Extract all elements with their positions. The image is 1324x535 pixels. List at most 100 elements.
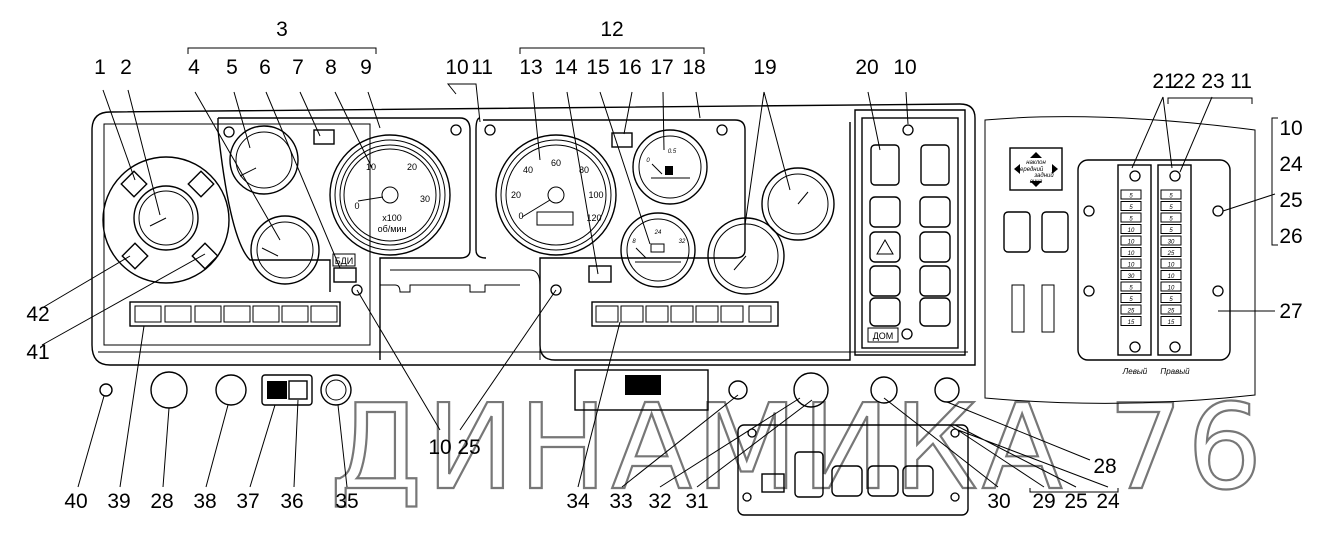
hazard-button-30[interactable] [870, 376, 898, 404]
callout-17: 17 [650, 56, 673, 79]
fuse[interactable] [1120, 212, 1142, 223]
fuse[interactable] [1160, 189, 1182, 200]
callout-7: 7 [292, 56, 304, 79]
dom-label: ДОМ [873, 331, 894, 341]
air-pressure-gauges [707, 167, 835, 295]
fuse-rating: 5 [1169, 194, 1173, 200]
fuse[interactable] [1160, 224, 1182, 234]
tacho-tick-0: 0 [354, 201, 359, 211]
knob-40[interactable] [99, 383, 113, 397]
cab-tilt-switch-1[interactable] [1003, 211, 1031, 253]
callout-28: 28 [150, 490, 173, 513]
oil-tick-0: 0 [646, 158, 650, 164]
callout-22: 22 [1172, 70, 1195, 93]
lower-button-1[interactable] [831, 465, 863, 497]
button-diff-lock-1[interactable] [869, 297, 901, 327]
fuse[interactable] [1120, 281, 1142, 292]
callout-25b: 25 [1064, 490, 1087, 513]
button-blank[interactable] [919, 196, 951, 228]
fuse[interactable] [1120, 247, 1142, 257]
fuse[interactable] [1120, 201, 1142, 211]
callout-20: 20 [855, 56, 878, 79]
fuse[interactable] [1120, 235, 1142, 246]
warning-triangle-icon [876, 238, 894, 255]
fuse[interactable] [1120, 293, 1142, 303]
speedometer: 0 20 40 60 80 100 120 [495, 134, 617, 256]
fuse-rating: 10 [1168, 263, 1175, 269]
knob-33[interactable] [728, 380, 748, 400]
fuse[interactable] [1160, 270, 1182, 280]
callout-11: 11 [471, 56, 493, 79]
callout-16: 16 [618, 56, 641, 79]
knob-38[interactable] [215, 374, 247, 406]
right-panel: наклон передний задний вниз [984, 116, 1256, 404]
fuse[interactable] [1160, 258, 1182, 269]
tacho-tick-20: 20 [407, 162, 417, 172]
bottom-controls [99, 369, 969, 516]
button-headlight[interactable] [869, 196, 901, 228]
button-engine[interactable] [919, 231, 951, 263]
tilt-label-up: наклон [1026, 160, 1046, 166]
gauge-5 [229, 125, 299, 195]
socket-35[interactable] [320, 374, 352, 406]
lower-button-3[interactable] [902, 465, 934, 497]
callout-25c: 25 [457, 436, 480, 459]
callout-24: 24 [1279, 153, 1303, 176]
fuse[interactable] [1160, 293, 1182, 303]
fuse[interactable] [1120, 224, 1142, 234]
headlight-button-31[interactable] [793, 372, 829, 408]
knob-28-left[interactable] [150, 371, 188, 409]
tacho-unit-multiplier: x100 [382, 213, 402, 223]
fuse[interactable] [1120, 258, 1142, 269]
button-test[interactable] [919, 265, 951, 297]
indicator-strip-left [129, 301, 341, 327]
fuse[interactable] [1160, 304, 1182, 315]
callout-37: 37 [236, 490, 259, 513]
indicator-strip-center [591, 301, 779, 327]
fuse-rating: 30 [1168, 240, 1175, 246]
callout-41: 41 [26, 341, 49, 364]
fuse[interactable] [1120, 189, 1142, 200]
fuse[interactable] [1160, 212, 1182, 223]
fuse[interactable] [1160, 247, 1182, 257]
fuse[interactable] [1160, 201, 1182, 211]
fuse-rating: 15 [1168, 320, 1175, 326]
switch-blank[interactable] [920, 144, 950, 186]
callout-30: 30 [987, 490, 1010, 513]
callout-25: 25 [1279, 189, 1302, 212]
lower-button-2[interactable] [867, 465, 899, 497]
fuse-label-right: Правый [1160, 367, 1190, 376]
fuse-rating: 25 [1167, 251, 1175, 257]
callout-12: 12 [600, 18, 623, 41]
callout-9: 9 [360, 56, 372, 79]
callout-10c: 10 [1279, 117, 1302, 140]
switch-37[interactable] [261, 374, 313, 406]
fuse[interactable] [1120, 304, 1142, 315]
callout-34: 34 [566, 490, 590, 513]
callout-29: 29 [1032, 490, 1055, 513]
rocker-switch[interactable] [870, 144, 900, 186]
tachometer: 0 10 20 30 x100 об/мин [329, 134, 451, 256]
fuse[interactable] [1120, 316, 1142, 326]
fuse[interactable] [1160, 235, 1182, 246]
callout-36: 36 [280, 490, 303, 513]
button-lamp[interactable] [869, 265, 901, 297]
button-diff-lock-2[interactable] [919, 297, 951, 327]
fuse[interactable] [1120, 270, 1142, 280]
fuse[interactable] [1160, 281, 1182, 292]
fuse-rating: 5 [1129, 297, 1133, 303]
tacho-tick-30: 30 [420, 194, 430, 204]
fuse-rating: 5 [1169, 205, 1173, 211]
gauge-4 [250, 215, 320, 285]
button-warning[interactable] [869, 231, 901, 263]
callout-38: 38 [193, 490, 216, 513]
bdi-label: БДИ [335, 256, 353, 266]
fuse[interactable] [1160, 316, 1182, 326]
tilt-label-down: вниз [1030, 179, 1043, 185]
volt-tick-24: 24 [654, 230, 662, 236]
lower-rocker[interactable] [794, 451, 824, 498]
fuse-rating: 10 [1128, 251, 1135, 257]
cab-tilt-switch-2[interactable] [1041, 211, 1069, 253]
callout-11b: 11 [1230, 70, 1252, 93]
